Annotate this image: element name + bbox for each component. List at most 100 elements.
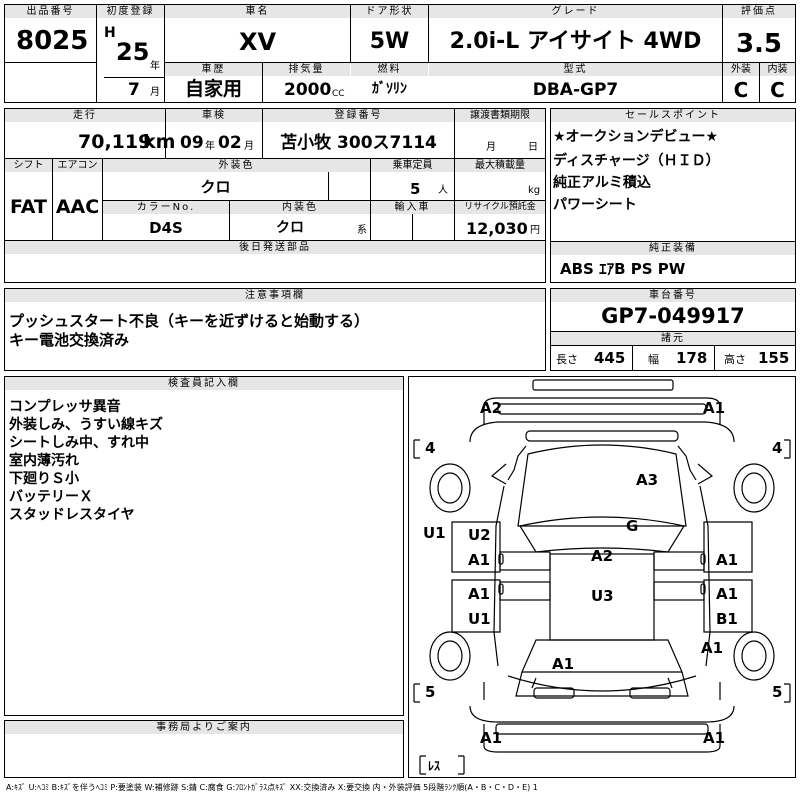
interior-color-label: 内装色 [230, 201, 370, 214]
mark-rear-glass: A1 [552, 655, 575, 673]
int-grade: C [770, 78, 785, 102]
ext-label: 外装 [723, 63, 759, 76]
mark-left-rear-door-b: U1 [468, 610, 491, 628]
mark-hood: A3 [636, 471, 659, 489]
score-label: 評価点 [723, 5, 795, 18]
capacity-label: 乗車定員 [371, 159, 454, 172]
door-type: 5W [369, 29, 410, 54]
mileage-label: 走行 [5, 109, 165, 122]
history: 自家用 [184, 78, 242, 100]
spare-tire: ﾚｽ [428, 759, 441, 773]
office-section [4, 720, 404, 778]
tire-rear-left: 5 [425, 683, 436, 701]
fuel: ｶﾞｿﾘﾝ [372, 81, 407, 97]
mark-front-bumper-left: A2 [480, 399, 503, 417]
grade: 2.0i-L アイサイト 4WD [449, 29, 702, 54]
mileage: 70,119 [78, 131, 152, 153]
equip-items: ABS ｴｱB PS PW [560, 260, 686, 278]
mileage-unit: km [143, 131, 176, 153]
note-line: キー電池交換済み [9, 331, 130, 349]
color-label: 外装色 [103, 159, 370, 172]
displacement-unit: CC [332, 89, 345, 99]
model-type: DBA-GP7 [532, 80, 619, 100]
inspector-line: バッテリーＸ [9, 489, 93, 505]
reg-no: 苫小牧 300ス7114 [280, 133, 437, 153]
diagram-section [408, 376, 796, 778]
capacity: 5 [410, 180, 421, 198]
inspector-line: コンプレッサ異音 [9, 399, 121, 415]
inspector-line: 室内薄汚れ [9, 453, 79, 469]
insp-year: 09 [180, 133, 204, 153]
inspector-line: スタッドレスタイヤ [9, 507, 135, 523]
int-label: 内装 [760, 63, 795, 76]
first-reg-label: 初度登録 [97, 5, 164, 18]
mark-right-rear-door-a: A1 [716, 585, 739, 603]
lot-label: 出品番号 [5, 5, 96, 18]
inspector-label: 検査員記入欄 [5, 377, 403, 390]
fuel-label: 燃料 [351, 63, 428, 76]
height: 155 [758, 349, 790, 367]
chassis-number: GP7-049917 [601, 304, 745, 328]
mark-right-quarter: A1 [701, 639, 724, 657]
door-label: ドア形状 [351, 5, 428, 18]
load-unit: kg [528, 185, 541, 196]
insp-month-unit: 月 [244, 141, 254, 152]
sales-item: 純正アルミ積込 [553, 175, 651, 191]
width: 178 [676, 349, 708, 367]
mark-rear-bumper-right: A1 [703, 729, 726, 747]
capacity-unit: 人 [438, 185, 448, 196]
tire-rear-right: 5 [772, 683, 783, 701]
tire-front-left: 4 [425, 439, 436, 457]
era: H [104, 25, 116, 41]
recycle-label: リサイクル預託金 [455, 201, 545, 214]
interior-color: クロ [276, 220, 304, 236]
chassis-label: 車台番号 [551, 289, 795, 302]
note-line: プッシュスタート不良（キーを近ずけると始動する） [9, 312, 370, 330]
insp-year-unit: 年 [205, 141, 215, 152]
reg-year: 25 [116, 38, 150, 66]
sales-label: セールスポイント [551, 109, 795, 122]
recycle-unit: 円 [530, 225, 540, 236]
sales-item: ★オークションデビュー★ [553, 129, 719, 145]
mark-left-rear-door-a: A1 [468, 585, 491, 603]
legend: A:ｷｽﾞ U:ﾍｺﾐ B:ｷｽﾞを伴うﾍｺﾐ P:要塗装 W:補修跡 S:錆 … [6, 783, 538, 792]
dims-label: 諸元 [551, 332, 795, 345]
mark-roof: A2 [591, 547, 614, 565]
sales-item: ディスチャージ（ＨＩＤ） [553, 153, 720, 169]
sales-item: パワーシート [553, 197, 637, 213]
mark-left-fender: U1 [423, 524, 446, 542]
later-parts-label: 後日発送部品 [5, 241, 545, 254]
ac-label: エアコン [53, 159, 102, 172]
color-no: D4S [149, 219, 183, 237]
color-no-label: カラーNo. [103, 201, 229, 214]
mark-right-front-door: A1 [716, 551, 739, 569]
mark-trunk-area: U3 [591, 587, 614, 605]
car-name-label: 車名 [165, 5, 350, 18]
mark-windshield: G [626, 517, 639, 535]
notes-section [4, 288, 546, 371]
import-label: 輸入車 [371, 201, 454, 214]
mark-left-front-door-b: A1 [468, 551, 491, 569]
top-section [4, 4, 796, 103]
inspector-line: シートしみ中、すれ中 [9, 435, 149, 451]
history-label: 車歴 [165, 63, 262, 76]
inspector-section [4, 376, 404, 716]
mid-section [4, 108, 546, 283]
reg-month-unit: 月 [150, 87, 160, 98]
displacement-label: 排気量 [263, 63, 350, 76]
shift: FAT [10, 196, 47, 218]
width-label: 幅 [648, 353, 659, 366]
reg-no-label: 登録番号 [263, 109, 454, 122]
office-label: 事務局よりご案内 [5, 721, 403, 734]
color: クロ [200, 178, 231, 196]
shift-label: シフト [5, 159, 52, 172]
notes-label: 注意事項欄 [5, 289, 545, 302]
score: 3.5 [735, 29, 783, 59]
sales-section [550, 108, 796, 283]
ac: AAC [55, 196, 100, 218]
car-name: XV [238, 28, 277, 56]
tire-front-right: 4 [772, 439, 783, 457]
transfer-label: 譲渡書類期限 [455, 109, 545, 122]
length-label: 長さ [556, 353, 578, 366]
ext-grade: C [733, 78, 749, 102]
